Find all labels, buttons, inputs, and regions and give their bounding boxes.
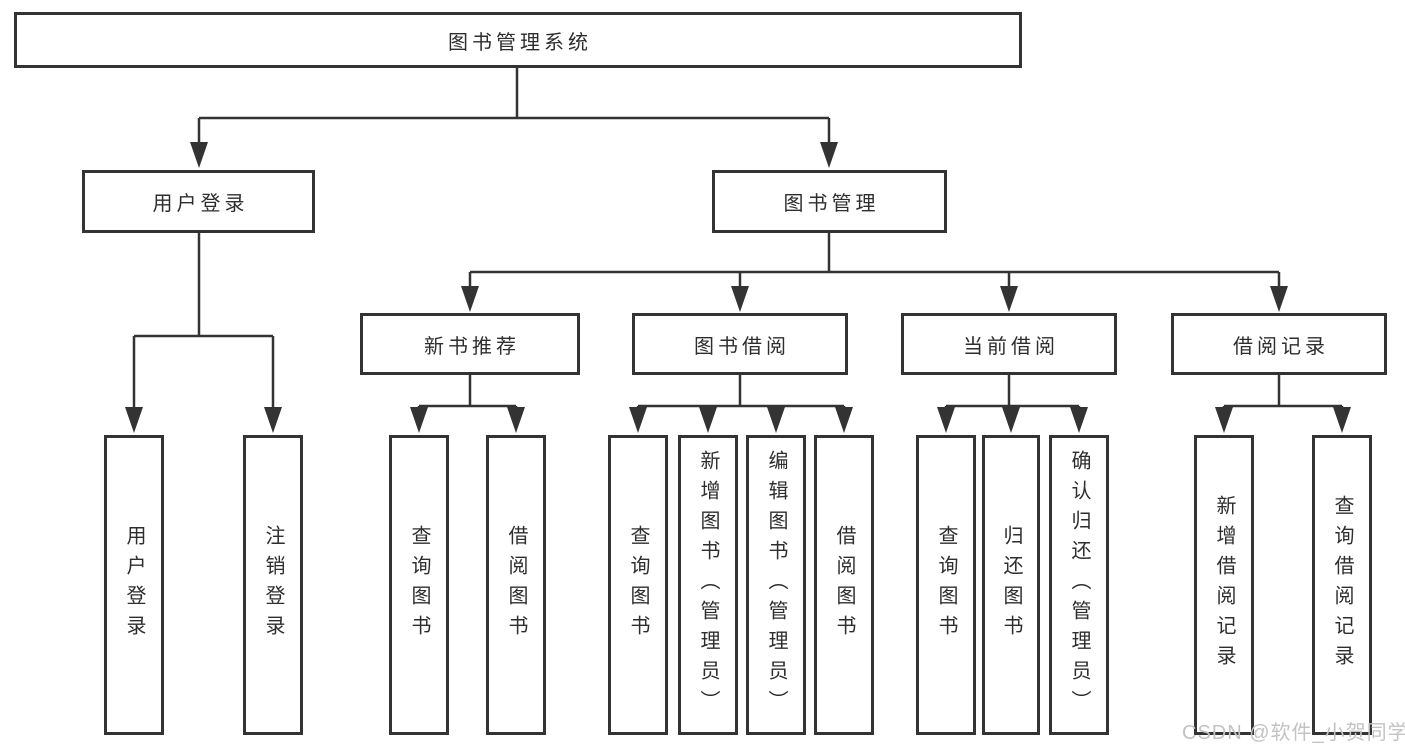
leaf-confirm-return-admin: 确认归还（管理员）: [1049, 435, 1109, 735]
node-label: 图书管理: [783, 193, 880, 215]
leaf-add-borrow-record: 新增借阅记录: [1194, 435, 1254, 735]
node-label: 编辑图书（管理员）: [765, 450, 787, 720]
leaf-add-books-admin: 新增图书（管理员）: [678, 435, 738, 735]
node-root: 图书管理系统: [14, 12, 1022, 68]
node-new-book-recommend: 新书推荐: [360, 313, 580, 375]
node-label: 查询借阅记录: [1331, 495, 1353, 675]
node-label: 用户登录: [152, 193, 249, 215]
node-label: 图书管理系统: [448, 31, 592, 54]
leaf-edit-books-admin: 编辑图书（管理员）: [746, 435, 806, 735]
node-label: 当前借阅: [963, 335, 1059, 358]
node-label: 确认归还（管理员）: [1068, 450, 1090, 720]
connector-paths: [132, 68, 1344, 410]
leaf-return-books: 归还图书: [982, 435, 1040, 735]
node-label: 新增图书（管理员）: [697, 450, 719, 720]
node-label: 新书推荐: [424, 335, 520, 358]
node-label: 注销登录: [262, 525, 284, 645]
node-label: 用户登录: [123, 525, 145, 645]
leaf-query-borrow-record: 查询借阅记录: [1312, 435, 1372, 735]
leaf-query-books-borrowing: 查询图书: [608, 435, 668, 735]
arrowheads: [125, 142, 1351, 433]
node-label: 图书借阅: [694, 335, 790, 358]
node-label: 借阅图书: [505, 525, 527, 645]
node-user-login: 用户登录: [82, 170, 315, 233]
node-label: 查询图书: [935, 525, 957, 645]
leaf-query-books-current: 查询图书: [916, 435, 976, 735]
node-label: 归还图书: [1000, 525, 1022, 645]
leaf-query-books-recommend: 查询图书: [389, 435, 449, 735]
node-label: 借阅图书: [833, 525, 855, 645]
node-label: 新增借阅记录: [1213, 495, 1235, 675]
node-label: 查询图书: [408, 525, 430, 645]
leaf-borrow-books-recommend: 借阅图书: [486, 435, 546, 735]
node-borrowing-records: 借阅记录: [1171, 313, 1387, 375]
leaf-borrow-books-borrowing: 借阅图书: [814, 435, 874, 735]
node-book-borrowing: 图书借阅: [632, 313, 848, 375]
watermark-text: CSDN @软件_小贺同学: [1182, 722, 1405, 744]
node-label: 借阅记录: [1233, 335, 1329, 358]
node-book-management: 图书管理: [712, 170, 947, 233]
node-current-borrowing: 当前借阅: [901, 313, 1117, 375]
leaf-user-login: 用户登录: [104, 435, 164, 735]
leaf-logout-login: 注销登录: [243, 435, 303, 735]
node-label: 查询图书: [627, 525, 649, 645]
